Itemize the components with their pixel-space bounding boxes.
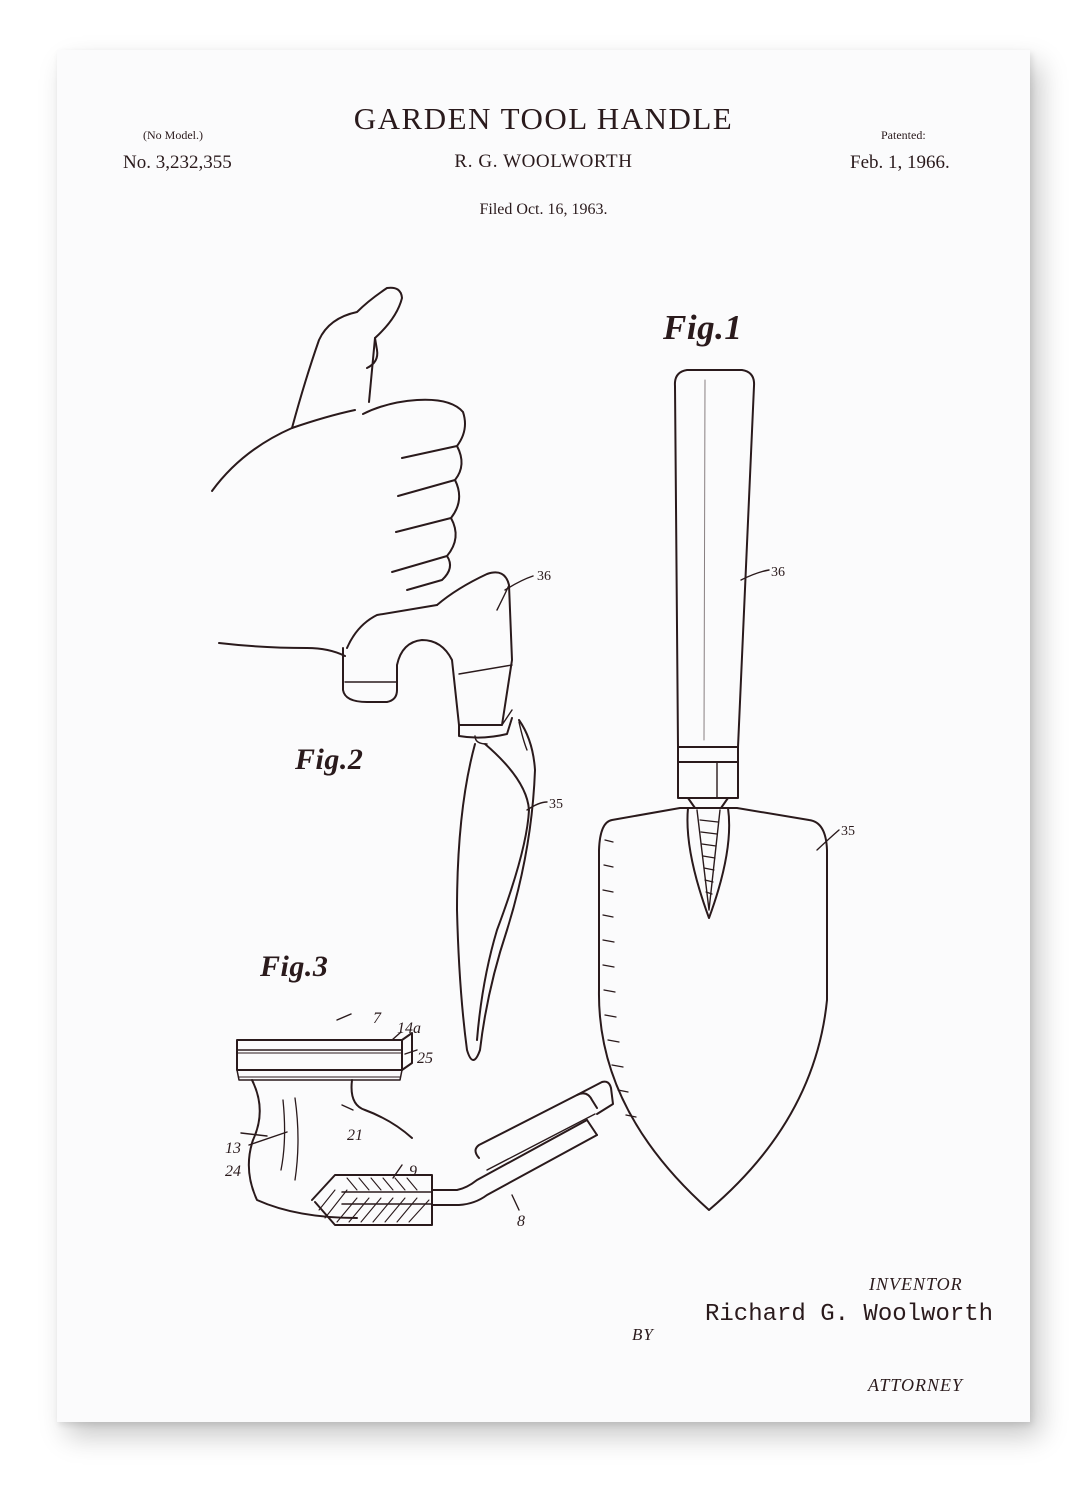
fig3-ref-13: 13 xyxy=(225,1140,241,1157)
fig3-ref-7: 7 xyxy=(373,1010,382,1027)
by-label: BY xyxy=(632,1325,654,1344)
fig2-label: Fig.2 xyxy=(295,743,364,776)
no-model-label: (No Model.) xyxy=(143,128,203,142)
attorney-label: ATTORNEY xyxy=(868,1375,964,1395)
fig1-ref-35: 35 xyxy=(841,824,855,839)
fig1-ref-36: 36 xyxy=(771,565,785,580)
fig2-hand-trowel-illustration xyxy=(211,286,548,1061)
fig1-trowel-illustration xyxy=(597,369,840,1211)
fig3-ref-9: 9 xyxy=(409,1163,417,1180)
fig3-ref-25: 25 xyxy=(417,1050,433,1067)
fig2-ref-36: 36 xyxy=(537,569,551,584)
patented-label: Patented: xyxy=(881,128,926,142)
inventor-signature-name: Richard G. Woolworth xyxy=(705,1301,994,1328)
patent-date: Feb. 1, 1966. xyxy=(850,152,950,173)
fig3-section-illustration xyxy=(236,1013,614,1226)
patent-sheet: (No Model.) No. 3,232,355 GARDEN TOOL HA… xyxy=(57,50,1030,1422)
inventor-label: INVENTOR xyxy=(869,1274,963,1294)
fig3-ref-24: 24 xyxy=(225,1163,241,1180)
filed-date: Filed Oct. 16, 1963. xyxy=(479,201,608,218)
patent-drawing: 36 35 36 35 7 14a 25 21 13 24 9 8 xyxy=(211,286,855,1230)
fig3-ref-14a: 14a xyxy=(397,1020,421,1037)
patent-title: GARDEN TOOL HANDLE xyxy=(353,101,734,136)
patent-number: No. 3,232,355 xyxy=(123,152,232,173)
inventor-short-name: R. G. WOOLWORTH xyxy=(454,151,633,172)
fig3-ref-8: 8 xyxy=(517,1213,525,1230)
fig1-label: Fig.1 xyxy=(663,308,743,347)
fig2-ref-35: 35 xyxy=(549,797,563,812)
fig3-ref-21: 21 xyxy=(347,1127,363,1144)
fig3-label: Fig.3 xyxy=(260,950,329,983)
